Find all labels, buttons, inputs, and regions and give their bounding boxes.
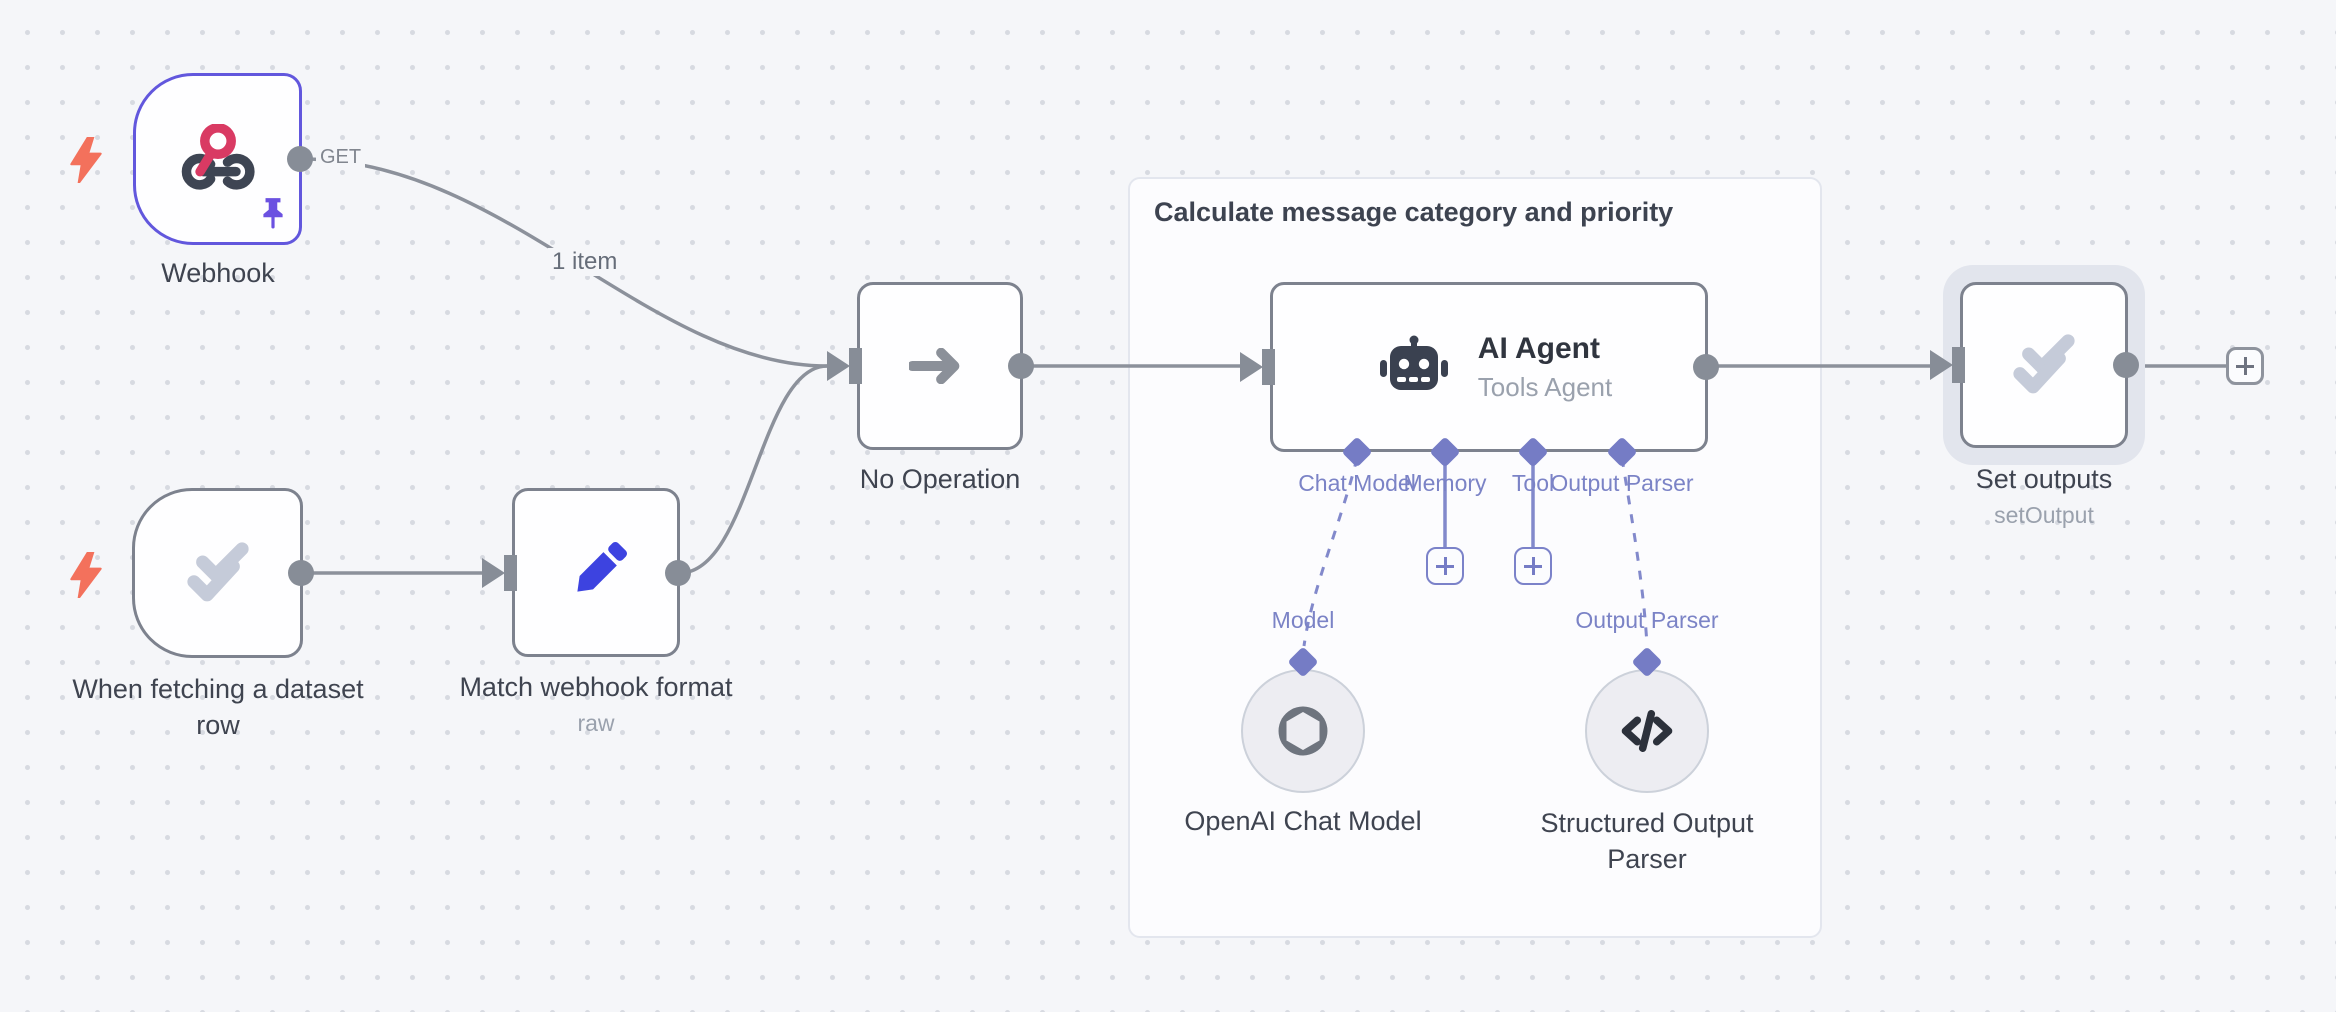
agent-port-label-tool: Tool: [1511, 470, 1555, 496]
ai-agent-title: AI Agent: [1477, 331, 1600, 365]
edge-items-count[interactable]: 1 item: [548, 248, 622, 276]
set-output-port[interactable]: [2113, 352, 2139, 378]
lightning-trigger-icon: [70, 137, 102, 183]
double-check-icon: [186, 542, 249, 602]
lightning-trigger-icon: [70, 552, 102, 598]
node-label-webhook: Webhook: [161, 258, 275, 288]
node-set-outputs[interactable]: [1930, 282, 2139, 448]
webhook-method-badge: GET: [316, 146, 366, 169]
agent-port-label-chat-model: Chat Model: [1298, 470, 1416, 496]
noop-input-port[interactable]: [849, 348, 862, 384]
webhook-output-port[interactable]: [287, 146, 313, 172]
pin-icon: [263, 198, 283, 229]
node-when-fetching[interactable]: [132, 488, 314, 658]
node-label-no-operation: No Operation: [859, 464, 1021, 494]
node-label-openai: OpenAI Chat Model: [1184, 806, 1422, 836]
node-no-operation[interactable]: [827, 282, 1034, 450]
node-structured-output-parser[interactable]: [1585, 669, 1709, 793]
node-match-format[interactable]: [482, 488, 691, 657]
node-openai-chat-model[interactable]: [1241, 669, 1365, 793]
agent-output-port[interactable]: [1693, 354, 1719, 380]
double-check-icon: [2013, 334, 2075, 394]
agent-input-arrow: [1240, 352, 1263, 382]
edge-match-to-noop[interactable]: [679, 364, 828, 575]
agent-port-label-output-parser: Output Parser: [1550, 470, 1694, 496]
match-input-arrow: [482, 557, 505, 588]
add-node-button[interactable]: [2226, 347, 2264, 385]
node-ai-agent[interactable]: AI Agent Tools Agent: [1240, 282, 1719, 452]
add-memory-button[interactable]: [1426, 547, 1464, 585]
match-output-port[interactable]: [665, 559, 691, 586]
node-label-set-outputs: Set outputs: [1975, 464, 2113, 494]
noop-output-port[interactable]: [1008, 353, 1034, 379]
pencil-icon: [577, 541, 628, 592]
node-webhook[interactable]: [133, 73, 313, 245]
when-fetching-output-port[interactable]: [288, 560, 314, 586]
openai-port-label: Model: [1271, 607, 1335, 633]
openai-logo-icon: [1278, 706, 1328, 756]
group-title: Calculate message category and priority: [1154, 197, 1674, 227]
code-brackets-icon: [1621, 710, 1673, 752]
edge-agent-to-openai[interactable]: [1302, 457, 1359, 647]
match-input-port[interactable]: [504, 554, 517, 591]
parser-port-label: Output Parser: [1575, 607, 1719, 633]
add-tool-button[interactable]: [1514, 547, 1552, 585]
node-label-when-fetching: When fetching a dataset row: [72, 674, 364, 740]
node-subtitle-match-format: raw: [577, 710, 615, 736]
set-input-arrow: [1930, 350, 1953, 380]
agent-port-label-memory: Memory: [1403, 470, 1487, 496]
node-subtitle-set-outputs: setOutput: [1994, 502, 2094, 528]
agent-input-port[interactable]: [1262, 349, 1275, 385]
webhook-icon: [181, 124, 255, 190]
ai-agent-subtitle: Tools Agent: [1477, 371, 1613, 402]
edge-agent-to-parser[interactable]: [1620, 457, 1649, 647]
set-input-port[interactable]: [1952, 347, 1965, 383]
robot-icon: [1379, 335, 1448, 390]
arrow-right-icon: [909, 348, 960, 384]
noop-input-arrow: [827, 351, 850, 381]
node-label-match-format: Match webhook format: [459, 672, 733, 702]
node-label-parser: Structured Output Parser: [1540, 808, 1754, 874]
